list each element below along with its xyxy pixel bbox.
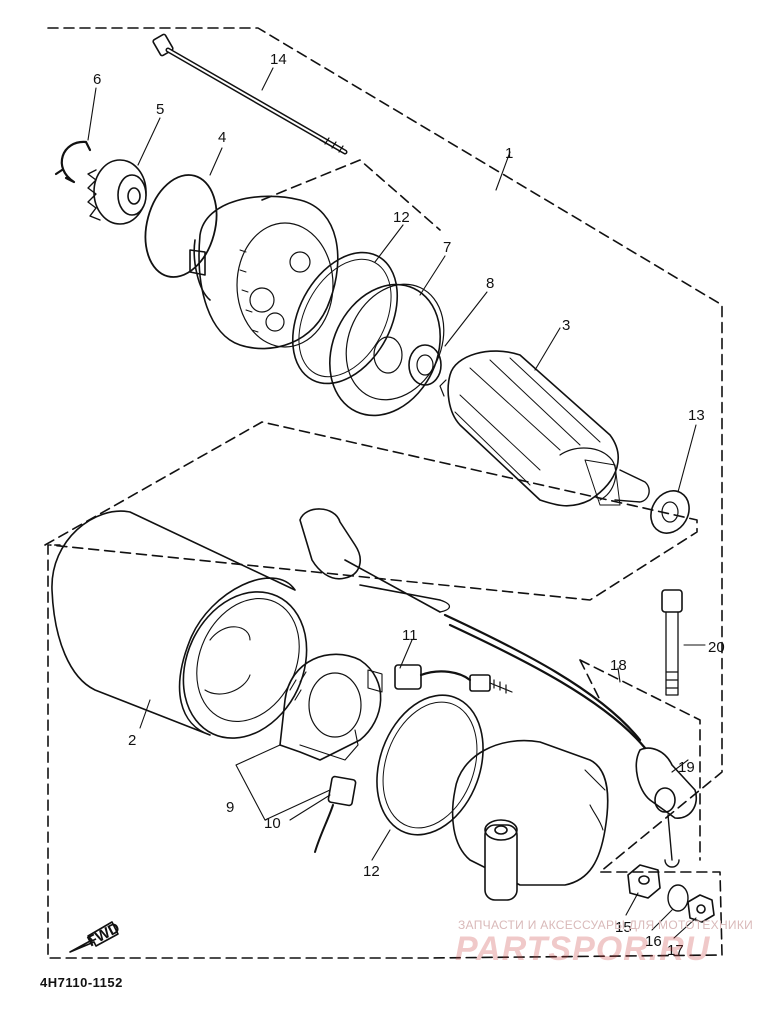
washer-part-13	[650, 490, 690, 534]
callout-20: 20	[708, 639, 725, 656]
callout-5: 5	[156, 101, 164, 118]
watermark-tagline: ЗАПЧАСТИ И АКСЕССУАРЫ ДЛЯ МОТОТЕХНИКИ	[458, 918, 754, 932]
front-group-box	[261, 159, 441, 231]
assembly-boundary	[47, 27, 723, 959]
diagram-code: 4H7110-1152	[40, 975, 123, 990]
rear-cover	[451, 739, 609, 901]
callout-4: 4	[218, 129, 226, 146]
yoke-part-2	[51, 510, 308, 739]
callout-1: 1	[505, 145, 513, 162]
front-cover-gear-housing	[189, 195, 339, 350]
armature-group-box	[44, 421, 698, 601]
gasket-inner-upper	[298, 258, 392, 378]
watermark-logo[interactable]: PARTSPOR.RU	[455, 930, 711, 968]
terminal-boot-part-19	[635, 747, 697, 868]
gasket-part-12-upper	[291, 251, 399, 385]
callout-3: 3	[562, 317, 570, 334]
callout-14: 14	[270, 51, 287, 68]
callout-2: 2	[128, 732, 136, 749]
callout-16: 16	[645, 933, 662, 950]
callout-15: 15	[615, 919, 632, 936]
callout-12-upper: 12	[393, 209, 410, 226]
washer-part-16	[667, 884, 689, 912]
rear-group-box	[579, 659, 701, 861]
fwd-arrow-icon: FWD	[69, 919, 123, 953]
callout-13: 13	[688, 407, 705, 424]
brush-part-10	[314, 775, 357, 853]
gasket-part-12-lower	[376, 694, 484, 836]
brush-terminal-part-11	[394, 664, 513, 694]
callout-11: 11	[402, 627, 418, 644]
bolt-part-20	[661, 589, 683, 696]
leader-lines	[87, 67, 706, 939]
callout-9: 9	[226, 799, 234, 816]
washer-part-8	[408, 344, 442, 386]
brush-holder-part-9	[279, 653, 383, 761]
callout-7: 7	[443, 239, 451, 256]
nut-part-15	[627, 864, 661, 899]
gasket-inner-lower	[382, 701, 478, 829]
armature-part-3	[439, 350, 650, 507]
long-bolt-part-14	[152, 33, 348, 155]
callout-10: 10	[264, 815, 281, 832]
circlip-part-6	[54, 140, 92, 184]
callout-18: 18	[610, 657, 627, 674]
callout-8: 8	[486, 275, 494, 292]
callout-6: 6	[93, 71, 101, 88]
callout-19: 19	[678, 759, 695, 776]
pinion-gear-part-5	[87, 159, 147, 225]
plate-part-7	[329, 283, 445, 417]
nut-part-17	[687, 894, 715, 923]
lead-wire	[299, 508, 647, 750]
callout-17: 17	[667, 942, 684, 959]
o-ring-part-4	[144, 174, 218, 278]
fwd-label: FWD	[85, 919, 123, 950]
callout-12-lower: 12	[363, 863, 380, 880]
